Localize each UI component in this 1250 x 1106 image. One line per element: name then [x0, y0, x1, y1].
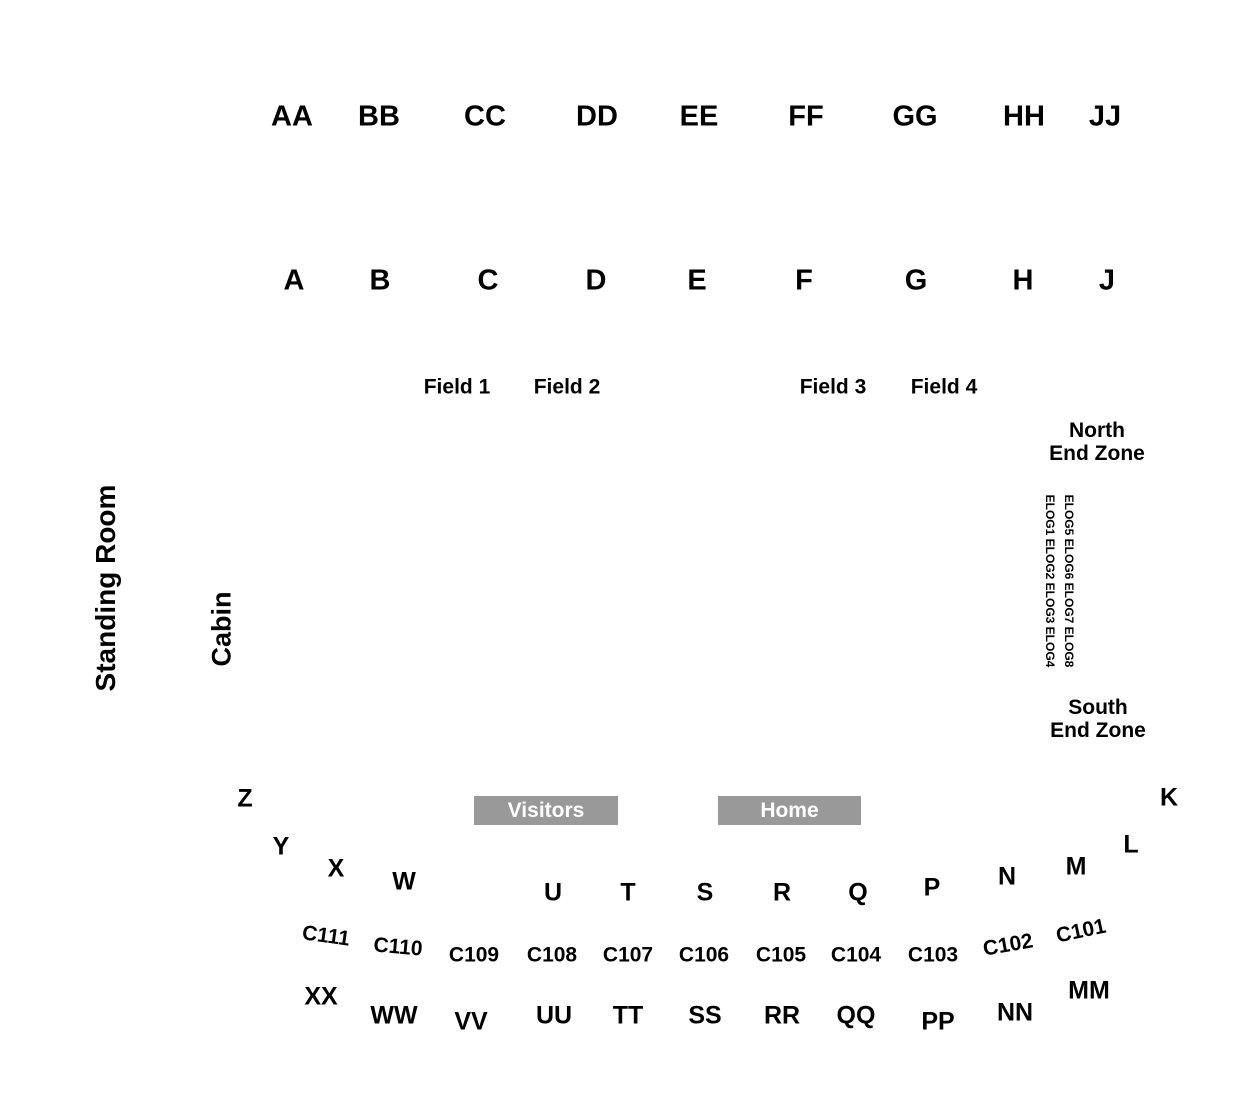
section-QQ[interactable]: QQ	[836, 1001, 876, 1030]
section-field-2[interactable]: Field 2	[533, 375, 601, 399]
section-HH[interactable]: HH	[1003, 100, 1045, 133]
section-BB[interactable]: BB	[358, 100, 400, 133]
section-Z[interactable]: Z	[237, 784, 253, 813]
section-C109[interactable]: C109	[448, 943, 500, 967]
section-N[interactable]: N	[997, 862, 1017, 891]
section-TT[interactable]: TT	[612, 1001, 644, 1030]
section-EE[interactable]: EE	[679, 100, 719, 133]
section-G[interactable]: G	[904, 264, 928, 297]
section-C102[interactable]: C102	[981, 929, 1035, 961]
section-JJ[interactable]: JJ	[1088, 100, 1122, 133]
section-RR[interactable]: RR	[763, 1001, 801, 1030]
section-Y[interactable]: Y	[272, 832, 290, 861]
elog-row-top[interactable]: ELOG5 ELOG6 ELOG7 ELOG8	[1062, 494, 1076, 668]
section-K[interactable]: K	[1159, 783, 1179, 812]
section-XX[interactable]: XX	[304, 982, 338, 1011]
section-FF[interactable]: FF	[788, 100, 824, 133]
section-C111[interactable]: C111	[300, 921, 352, 951]
section-UU[interactable]: UU	[535, 1001, 573, 1030]
section-C108[interactable]: C108	[526, 943, 578, 967]
south-end-zone-line1: South	[1068, 696, 1128, 719]
section-C106[interactable]: C106	[678, 943, 730, 967]
south-end-zone-line2: End Zone	[1050, 719, 1146, 742]
section-C104[interactable]: C104	[830, 943, 882, 967]
section-C105[interactable]: C105	[755, 943, 807, 967]
section-T[interactable]: T	[620, 878, 636, 907]
section-field-1[interactable]: Field 1	[423, 375, 491, 399]
section-C103[interactable]: C103	[907, 943, 959, 967]
section-SS[interactable]: SS	[688, 1001, 722, 1030]
section-VV[interactable]: VV	[454, 1007, 488, 1036]
cabin[interactable]: Cabin	[206, 591, 237, 667]
section-C107[interactable]: C107	[602, 943, 654, 967]
standing-room[interactable]: Standing Room	[90, 484, 121, 692]
home-bench[interactable]: Home	[718, 796, 861, 825]
section-field-4[interactable]: Field 4	[910, 375, 978, 399]
section-GG[interactable]: GG	[892, 100, 938, 133]
section-S[interactable]: S	[696, 878, 714, 907]
section-W[interactable]: W	[392, 867, 416, 896]
section-U[interactable]: U	[543, 878, 563, 907]
section-R[interactable]: R	[772, 878, 792, 907]
north-end-zone-line2: End Zone	[1049, 442, 1145, 465]
south-end-zone[interactable]: South End Zone	[1050, 696, 1146, 742]
section-B[interactable]: B	[369, 264, 391, 297]
section-CC[interactable]: CC	[464, 100, 506, 133]
section-Q[interactable]: Q	[848, 878, 868, 907]
section-P[interactable]: P	[923, 873, 941, 902]
section-F[interactable]: F	[795, 264, 813, 297]
section-C110[interactable]: C110	[372, 933, 424, 961]
section-WW[interactable]: WW	[370, 1001, 418, 1030]
section-J[interactable]: J	[1098, 264, 1116, 297]
section-field-3[interactable]: Field 3	[799, 375, 867, 399]
elog-row-bottom[interactable]: ELOG1 ELOG2 ELOG3 ELOG4	[1043, 494, 1057, 668]
section-M[interactable]: M	[1065, 852, 1087, 881]
section-DD[interactable]: DD	[576, 100, 618, 133]
section-C[interactable]: C	[477, 264, 499, 297]
visitors-bench[interactable]: Visitors	[474, 796, 618, 825]
section-PP[interactable]: PP	[921, 1007, 955, 1036]
section-C101[interactable]: C101	[1054, 914, 1108, 948]
section-H[interactable]: H	[1012, 264, 1034, 297]
section-MM[interactable]: MM	[1068, 976, 1110, 1005]
section-D[interactable]: D	[585, 264, 607, 297]
section-NN[interactable]: NN	[996, 998, 1034, 1027]
section-A[interactable]: A	[283, 264, 305, 297]
section-E[interactable]: E	[687, 264, 707, 297]
north-end-zone-line1: North	[1068, 419, 1125, 442]
north-end-zone[interactable]: North End Zone	[1049, 419, 1145, 465]
section-AA[interactable]: AA	[271, 100, 313, 133]
section-X[interactable]: X	[327, 854, 345, 883]
section-L[interactable]: L	[1123, 830, 1139, 859]
